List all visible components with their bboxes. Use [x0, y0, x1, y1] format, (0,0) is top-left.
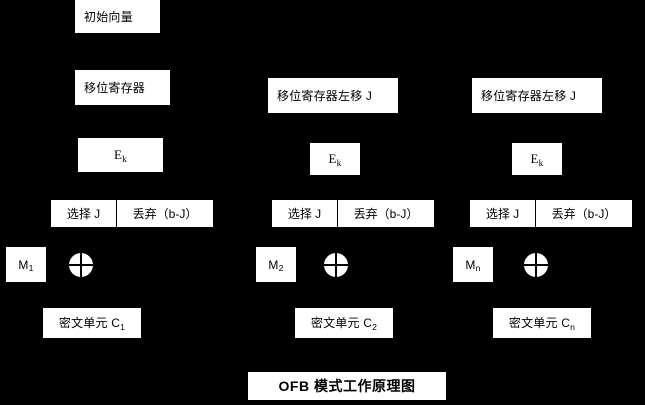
plaintext-label-3: Mn	[465, 257, 481, 274]
select-label-1: 选择 J	[66, 207, 101, 221]
shift-register-box-2: 移位寄存器左移 J	[268, 78, 398, 113]
select-cell-1: 选择 J	[51, 200, 117, 227]
shift-register-label-1: 移位寄存器	[84, 80, 146, 95]
ciphertext-box-1: 密文单元 C1	[43, 308, 141, 338]
ciphertext-label-1: 密文单元 C1	[58, 316, 126, 332]
encrypt-box-3: Ek	[512, 143, 562, 175]
shift-register-label-3: 移位寄存器左移 J	[481, 88, 577, 103]
discard-label-3: 丢弃（b-J）	[551, 207, 617, 221]
plaintext-box-3: Mn	[453, 247, 493, 282]
shift-register-box-1: 移位寄存器	[75, 70, 170, 105]
encrypt-label-1: Ek	[113, 146, 128, 165]
ciphertext-box-3: 密文单元 Cn	[493, 308, 591, 338]
plaintext-label-2: M2	[268, 257, 284, 274]
encrypt-label-3: Ek	[530, 150, 544, 169]
ciphertext-label-3: 密文单元 Cn	[508, 316, 576, 332]
discard-cell-3: 丢弃（b-J）	[536, 200, 632, 227]
shift-register-box-3: 移位寄存器左移 J	[472, 78, 602, 113]
ciphertext-label-2: 密文单元 C2	[310, 316, 378, 332]
shift-register-label-2: 移位寄存器左移 J	[277, 88, 373, 103]
discard-cell-1: 丢弃（b-J）	[117, 200, 213, 227]
select-discard-group-2: 选择 J 丢弃（b-J）	[272, 200, 434, 227]
discard-label-2: 丢弃（b-J）	[353, 207, 419, 221]
select-discard-group-1: 选择 J 丢弃（b-J）	[51, 200, 213, 227]
plaintext-box-2: M2	[256, 247, 296, 282]
discard-cell-2: 丢弃（b-J）	[338, 200, 434, 227]
diagram-title: OFB 模式工作原理图	[278, 378, 416, 394]
encrypt-box-1: Ek	[78, 138, 163, 172]
ciphertext-box-2: 密文单元 C2	[295, 308, 393, 338]
diagram-title-box: OFB 模式工作原理图	[248, 372, 446, 400]
select-cell-2: 选择 J	[272, 200, 338, 227]
xor-icon-3	[524, 253, 548, 277]
xor-icon-1	[69, 253, 93, 277]
xor-icon-2	[324, 253, 348, 277]
encrypt-box-2: Ek	[310, 143, 360, 175]
initial-vector-box: 初始向量	[75, 0, 160, 33]
select-label-3: 选择 J	[485, 207, 520, 221]
select-discard-group-3: 选择 J 丢弃（b-J）	[470, 200, 632, 227]
initial-vector-label: 初始向量	[84, 9, 133, 24]
discard-label-1: 丢弃（b-J）	[132, 207, 198, 221]
select-cell-3: 选择 J	[470, 200, 536, 227]
select-label-2: 选择 J	[287, 207, 322, 221]
encrypt-label-2: Ek	[328, 150, 342, 169]
plaintext-box-1: M1	[6, 247, 46, 282]
plaintext-label-1: M1	[18, 257, 34, 274]
